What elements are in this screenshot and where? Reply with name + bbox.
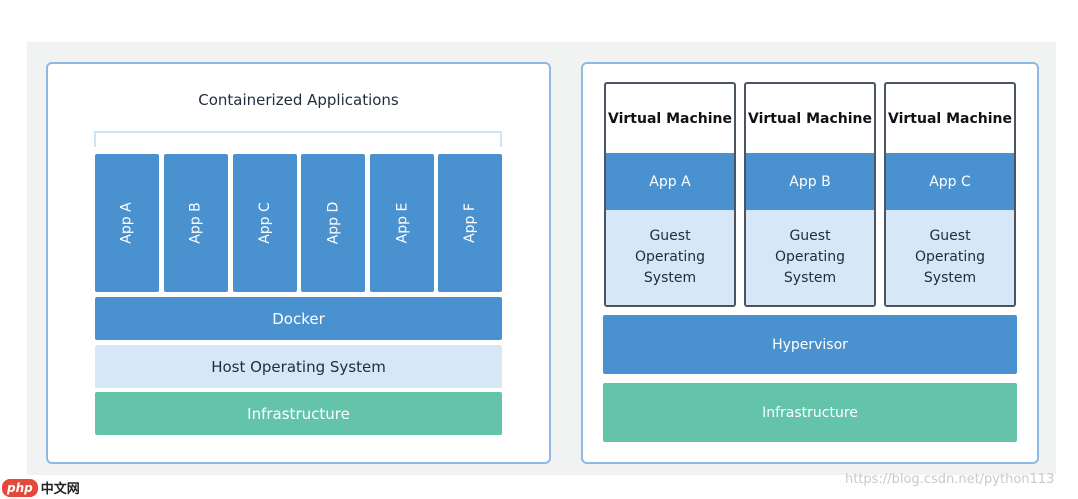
guest-os-line: Operating (775, 249, 845, 265)
container-infrastructure-layer: Infrastructure (95, 392, 502, 435)
site-logo-text: 中文网 (40, 482, 80, 497)
guest-os-line: System (783, 270, 837, 286)
container-app-label: App C (256, 202, 273, 244)
vm-infrastructure-layer: Infrastructure (603, 383, 1017, 442)
guest-os: Guest Operating System (606, 210, 734, 305)
container-app-label: App D (325, 201, 341, 245)
container-app-f: App F (438, 154, 502, 292)
site-logo: php 中文网 (2, 478, 80, 497)
watermark-text: https://blog.csdn.net/python113 (845, 472, 1055, 487)
container-app-e: App E (370, 154, 434, 292)
guest-os: Guest Operating System (886, 210, 1014, 305)
guest-os-line: Operating (915, 249, 985, 265)
guest-os: Guest Operating System (746, 210, 874, 305)
virtual-machine-2: Virtual Machine App B Guest Operating Sy… (744, 82, 876, 307)
guest-os-line: System (643, 270, 697, 286)
container-app-label: App E (394, 202, 410, 244)
hypervisor-layer: Hypervisor (603, 315, 1017, 374)
container-app-d: App D (301, 154, 365, 292)
guest-os-line: Guest (649, 228, 691, 244)
container-app-label: App B (188, 202, 204, 244)
virtual-machine-3: Virtual Machine App C Guest Operating Sy… (884, 82, 1016, 307)
container-app-a: App A (95, 154, 159, 292)
docker-layer: Docker (95, 297, 502, 340)
vm-title: Virtual Machine (608, 110, 732, 127)
host-os-layer: Host Operating System (95, 345, 502, 388)
containers-title: Containerized Applications (198, 91, 399, 109)
guest-os-line: Guest (929, 228, 971, 244)
apps-bracket (94, 131, 502, 147)
vm-app: App A (606, 153, 734, 210)
virtual-machine-1: Virtual Machine App A Guest Operating Sy… (604, 82, 736, 307)
vm-app: App C (886, 153, 1014, 210)
guest-os-line: System (923, 270, 977, 286)
vm-title: Virtual Machine (888, 110, 1012, 127)
container-app-b: App B (164, 154, 228, 292)
guest-os-line: Operating (635, 249, 705, 265)
site-logo-badge: php (2, 478, 38, 497)
container-app-label: App F (461, 203, 478, 243)
vm-title: Virtual Machine (748, 110, 872, 127)
guest-os-line: Guest (789, 228, 831, 244)
container-app-label: App A (118, 202, 135, 244)
container-app-c: App C (233, 154, 297, 292)
vm-app: App B (746, 153, 874, 210)
